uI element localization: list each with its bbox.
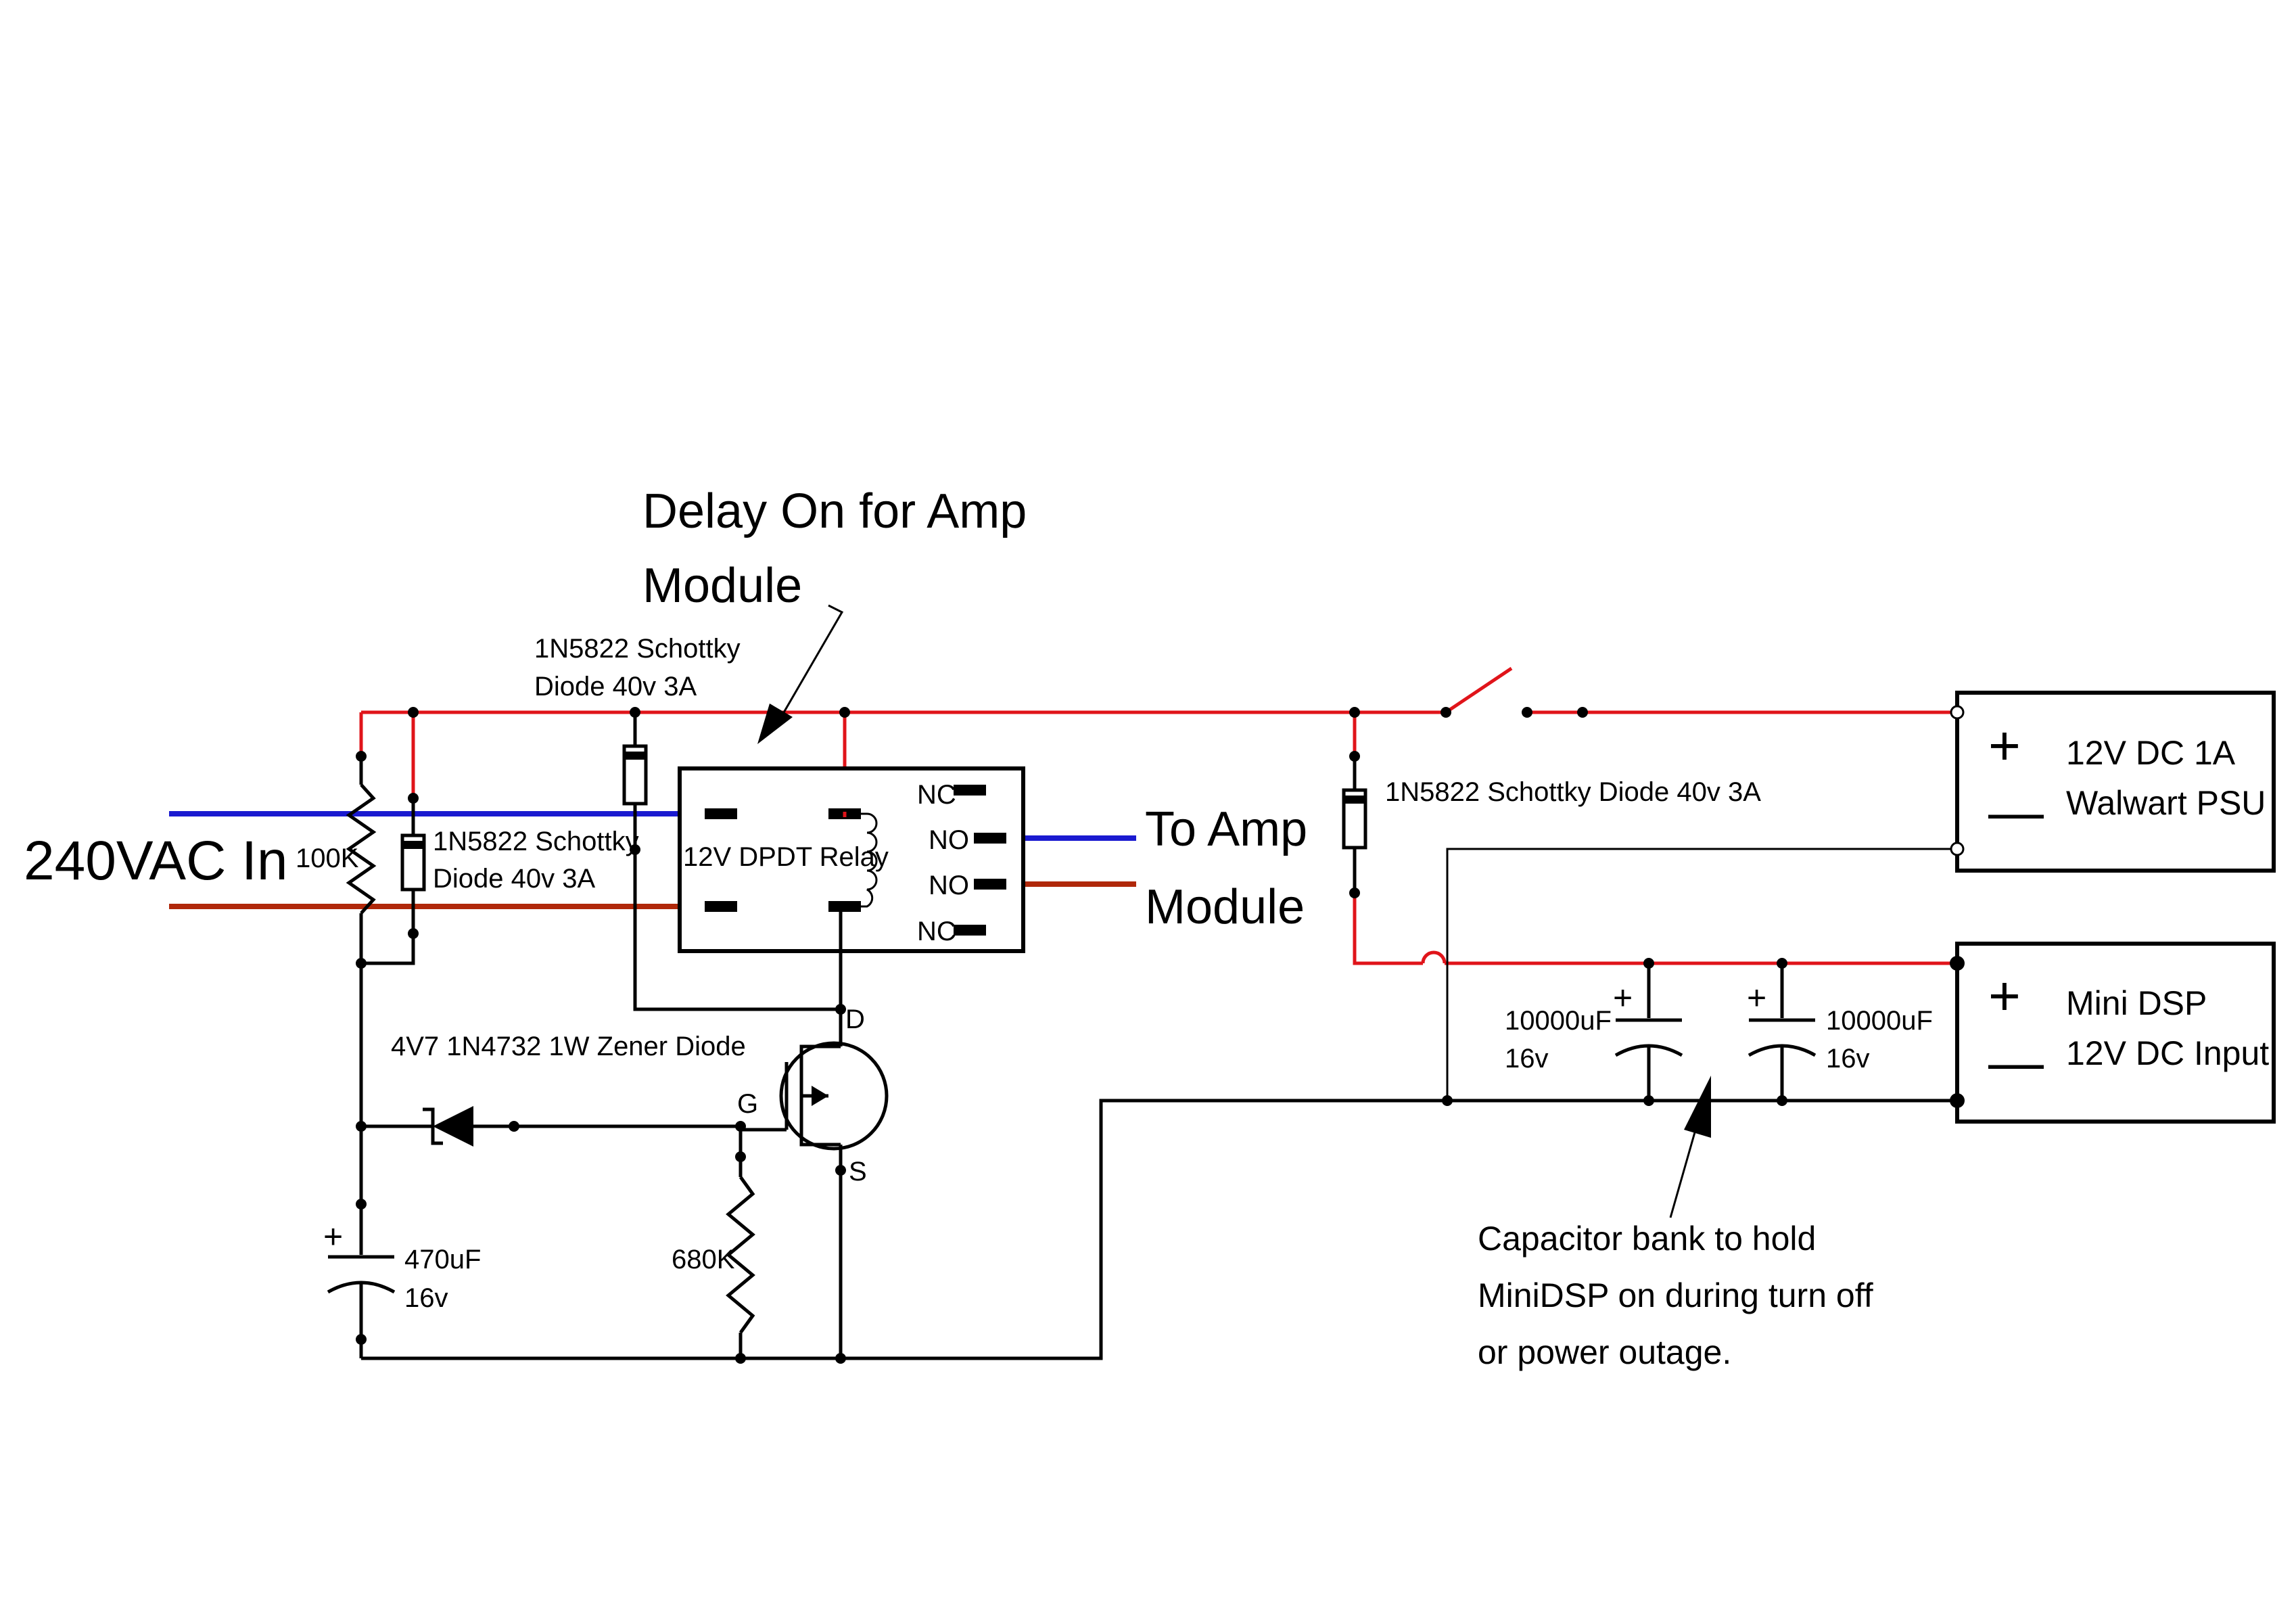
dsp-box	[1955, 942, 2276, 1124]
relay-pin-nc-top: NC	[917, 780, 956, 810]
relay-pin-nc-bottom: NC	[917, 917, 956, 946]
junctions	[356, 707, 1965, 1364]
cap-bank-1-polarity: +	[1613, 979, 1633, 1017]
relay-pin-no-bottom: NO	[929, 871, 969, 900]
cap-470-voltage: 16v	[404, 1283, 448, 1313]
cap-bank-2-voltage: 16v	[1826, 1044, 1870, 1074]
capacitor-bank-2	[1748, 963, 1817, 1101]
cap-470-value: 470uF	[404, 1245, 481, 1274]
title-pointer-arrow	[757, 604, 844, 744]
cap-bank-1-value: 10000uF	[1505, 1006, 1612, 1036]
capacitor-note-line3: or power outage.	[1478, 1333, 1731, 1371]
zener-label: 4V7 1N4732 1W Zener Diode	[391, 1032, 746, 1061]
capacitor-note-line2: MiniDSP on during turn off	[1478, 1276, 1873, 1314]
switch-contact	[1522, 707, 1532, 718]
diode-right-label: 1N5822 Schottky Diode 40v 3A	[1385, 777, 1761, 807]
switch-contact	[1440, 707, 1451, 718]
psu-box	[1950, 691, 2276, 873]
capacitor-470uf	[327, 963, 396, 1358]
psu-minus-symbol: —	[1988, 781, 2044, 843]
dsp-minus-symbol: —	[1988, 1032, 2044, 1093]
cap-470-polarity: +	[323, 1218, 343, 1256]
output-label-line2: Module	[1145, 880, 1305, 934]
diode-top-label-line2: Diode 40v 3A	[534, 672, 697, 701]
psu-label-line2: Walwart PSU	[2066, 784, 2266, 822]
resistor-100k-label: 100K	[296, 844, 359, 873]
diode-left-label-line2: Diode 40v 3A	[433, 864, 595, 894]
relay-12v-dpdt	[678, 766, 1025, 1009]
capacitor-note-pointer-arrow	[1669, 1076, 1711, 1218]
diode-top-1n5822	[622, 712, 841, 1011]
psu-plus-symbol: +	[1988, 715, 2021, 777]
ground-rail	[361, 1099, 1957, 1360]
positive-rail	[359, 666, 1957, 965]
psu-negative-wire	[1446, 848, 1957, 1101]
cap-bank-1-voltage: 16v	[1505, 1044, 1549, 1074]
cap-bank-2-polarity: +	[1747, 979, 1766, 1017]
diode-right-1n5822	[1342, 756, 1367, 893]
mosfet-gate-label: G	[737, 1089, 758, 1119]
diode-left-1n5822	[361, 798, 426, 965]
input-label: 240VAC In	[24, 830, 288, 892]
relay-label: 12V DPDT Relay	[683, 842, 889, 872]
dsp-plus-symbol: +	[1988, 965, 2021, 1027]
power-switch	[1440, 707, 1588, 718]
output-label-line1: To Amp	[1145, 802, 1307, 856]
zener-diode-4v7	[361, 1106, 741, 1147]
diode-left-label-line1: 1N5822 Schottky	[433, 827, 639, 856]
mosfet-drain-label: D	[845, 1005, 865, 1034]
cap-bank-2-value: 10000uF	[1826, 1006, 1933, 1036]
dsp-label-line1: Mini DSP	[2066, 984, 2207, 1022]
capacitor-bank-1	[1614, 963, 1683, 1101]
mosfet-source-label: S	[849, 1157, 867, 1187]
relay-pin-no-top: NO	[929, 825, 969, 855]
mosfet	[741, 1009, 889, 1358]
capacitor-note-line1: Capacitor bank to hold	[1478, 1220, 1816, 1258]
title-line1: Delay On for Amp	[642, 484, 1027, 538]
dsp-label-line2: 12V DC Input	[2066, 1034, 2269, 1072]
resistor-680k-label: 680K	[672, 1245, 735, 1274]
title-line2: Module	[642, 559, 802, 613]
diode-top-label-line1: 1N5822 Schottky	[534, 634, 741, 664]
junction	[1577, 707, 1588, 718]
psu-label-line1: 12V DC 1A	[2066, 734, 2236, 772]
